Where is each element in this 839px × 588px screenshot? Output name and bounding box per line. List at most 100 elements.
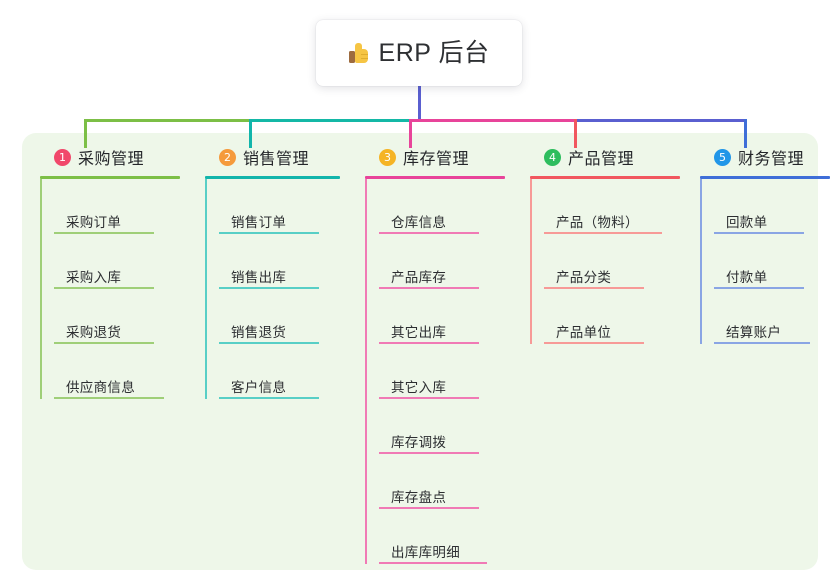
- list-item-label: 仓库信息: [391, 215, 447, 230]
- column-财务管理: 5 财务管理回款单付款单结算账户: [700, 146, 839, 344]
- diagram-panel: [22, 133, 818, 570]
- list-item-rule: [714, 342, 810, 344]
- list-item-label: 产品分类: [556, 270, 612, 285]
- list-item[interactable]: 销售出库: [219, 234, 350, 289]
- list-item[interactable]: 产品库存: [379, 234, 515, 289]
- list-item-label: 结算账户: [726, 325, 782, 340]
- list-item-rule: [379, 232, 479, 234]
- list-item[interactable]: 销售订单: [219, 179, 350, 234]
- list-item-label: 产品（物料）: [556, 215, 639, 230]
- list-item-rule: [544, 232, 662, 234]
- list-item[interactable]: 供应商信息: [54, 344, 190, 399]
- list-item[interactable]: 库存盘点: [379, 454, 515, 509]
- list-item[interactable]: 其它入库: [379, 344, 515, 399]
- column-badge-4: 4: [544, 148, 561, 166]
- list-item-label: 供应商信息: [66, 380, 135, 395]
- column-header-rule: [205, 176, 340, 179]
- column-header-rule: [40, 176, 180, 179]
- list-item-rule: [54, 232, 154, 234]
- list-item[interactable]: 出库库明细: [379, 509, 515, 564]
- column-title-label: 库存管理: [403, 151, 470, 168]
- column-库存管理: 3 库存管理仓库信息产品库存其它出库其它入库库存调拨库存盘点出库库明细: [365, 146, 515, 564]
- list-item-rule: [379, 287, 479, 289]
- connector-bus-segment-2: [249, 119, 412, 122]
- list-item[interactable]: 回款单: [714, 179, 839, 234]
- list-item-label: 出库库明细: [391, 545, 460, 560]
- column-header-5[interactable]: 5 财务管理: [700, 146, 839, 168]
- column-header-4[interactable]: 4 产品管理: [530, 146, 690, 168]
- list-item-label: 回款单: [726, 215, 768, 230]
- connector-root-stem: [418, 86, 421, 122]
- list-item[interactable]: 产品（物料）: [544, 179, 690, 234]
- list-item[interactable]: 结算账户: [714, 289, 839, 344]
- connector-drop-3: [409, 119, 412, 148]
- column-header-rule: [365, 176, 505, 179]
- list-item[interactable]: 库存调拨: [379, 399, 515, 454]
- connector-drop-4: [574, 119, 577, 148]
- column-items: 仓库信息产品库存其它出库其它入库库存调拨库存盘点出库库明细: [365, 179, 515, 564]
- list-item-label: 销售退货: [231, 325, 287, 340]
- list-item-rule: [54, 342, 154, 344]
- list-item[interactable]: 产品单位: [544, 289, 690, 344]
- connector-bus-segment-1: [84, 119, 252, 122]
- column-badge-5: 5: [714, 148, 731, 166]
- column-spine: [530, 179, 532, 344]
- list-item-rule: [379, 562, 487, 564]
- column-header-1[interactable]: 1 采购管理: [40, 146, 190, 168]
- list-item[interactable]: 采购退货: [54, 289, 190, 344]
- column-title-label: 财务管理: [738, 151, 805, 168]
- list-item-rule: [379, 397, 479, 399]
- list-item-rule: [379, 452, 479, 454]
- list-item[interactable]: 产品分类: [544, 234, 690, 289]
- list-item[interactable]: 采购入库: [54, 234, 190, 289]
- list-item-rule: [714, 232, 804, 234]
- list-item-label: 其它入库: [391, 380, 447, 395]
- column-items: 采购订单采购入库采购退货供应商信息: [40, 179, 190, 399]
- column-items: 回款单付款单结算账户: [700, 179, 839, 344]
- column-header-rule: [530, 176, 680, 179]
- list-item[interactable]: 客户信息: [219, 344, 350, 399]
- connector-drop-1: [84, 119, 87, 148]
- column-header-3[interactable]: 3 库存管理: [365, 146, 515, 168]
- column-badge-1: 1: [54, 148, 71, 166]
- column-采购管理: 1 采购管理采购订单采购入库采购退货供应商信息: [40, 146, 190, 399]
- connector-drop-5: [744, 119, 747, 148]
- list-item-label: 库存盘点: [391, 490, 447, 505]
- column-badge-2: 2: [219, 148, 236, 166]
- column-title-label: 销售管理: [243, 151, 310, 168]
- column-spine: [365, 179, 367, 564]
- list-item[interactable]: 仓库信息: [379, 179, 515, 234]
- list-item-rule: [544, 342, 644, 344]
- column-header-2[interactable]: 2 销售管理: [205, 146, 350, 168]
- column-spine: [205, 179, 207, 399]
- list-item-label: 采购退货: [66, 325, 122, 340]
- list-item-rule: [219, 232, 319, 234]
- list-item-rule: [544, 287, 644, 289]
- list-item-label: 客户信息: [231, 380, 287, 395]
- column-spine: [700, 179, 702, 344]
- column-badge-3: 3: [379, 148, 396, 166]
- list-item-label: 其它出库: [391, 325, 447, 340]
- column-产品管理: 4 产品管理产品（物料） 产品分类产品单位: [530, 146, 690, 344]
- list-item[interactable]: 销售退货: [219, 289, 350, 344]
- column-spine: [40, 179, 42, 399]
- list-item-rule: [54, 287, 154, 289]
- column-header-rule: [700, 176, 830, 179]
- column-title-label: 产品管理: [568, 151, 635, 168]
- root-node-title: ERP 后台: [378, 38, 490, 67]
- connector-drop-2: [249, 119, 252, 148]
- list-item-label: 采购入库: [66, 270, 122, 285]
- list-item-label: 产品库存: [391, 270, 447, 285]
- list-item-label: 采购订单: [66, 215, 122, 230]
- root-node-content: ERP 后台: [348, 38, 490, 67]
- list-item-rule: [219, 397, 319, 399]
- list-item-rule: [219, 342, 319, 344]
- root-node-card[interactable]: ERP 后台: [316, 20, 522, 86]
- list-item[interactable]: 采购订单: [54, 179, 190, 234]
- column-title-label: 采购管理: [78, 151, 145, 168]
- column-销售管理: 2 销售管理销售订单销售出库销售退货客户信息: [205, 146, 350, 399]
- list-item[interactable]: 付款单: [714, 234, 839, 289]
- list-item-label: 付款单: [726, 270, 768, 285]
- list-item[interactable]: 其它出库: [379, 289, 515, 344]
- list-item-rule: [54, 397, 164, 399]
